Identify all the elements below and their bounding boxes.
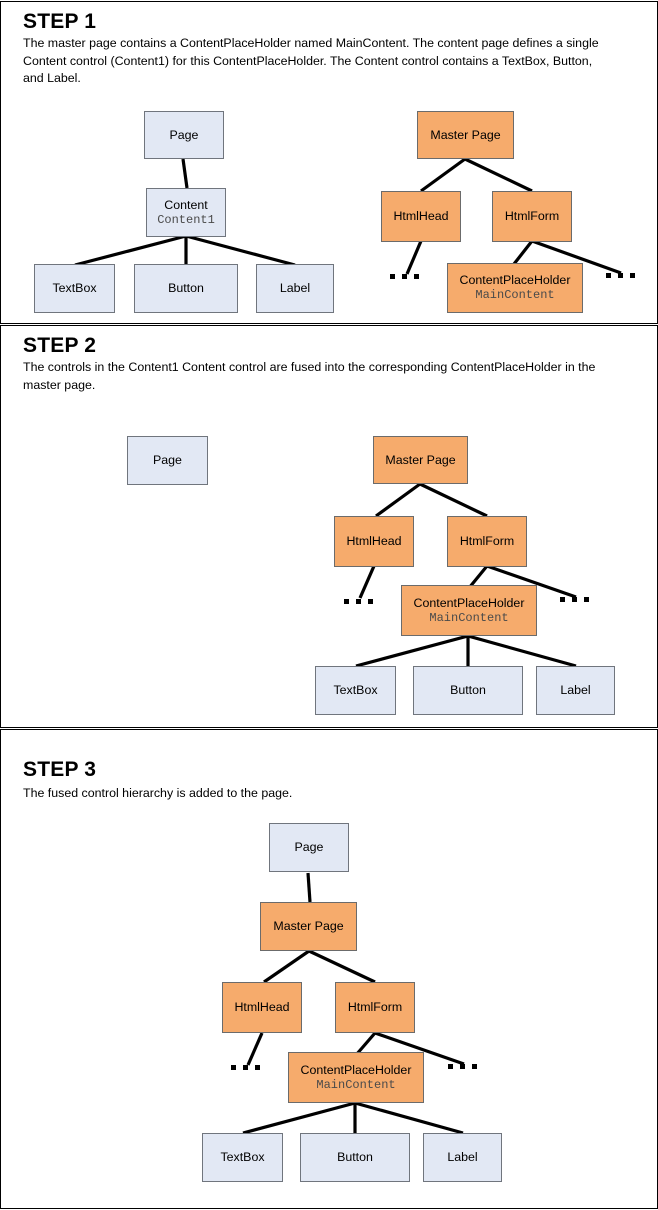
node-label: ContentPlaceHolder (459, 273, 571, 287)
ellipsis-left-icon (390, 274, 419, 279)
node-htmlhead[interactable]: HtmlHead (381, 191, 461, 242)
node-htmlhead[interactable]: HtmlHead (334, 516, 414, 567)
node-label: TextBox (333, 683, 378, 697)
node-label: Button (337, 1150, 373, 1164)
node-label-control[interactable]: Label (256, 264, 334, 313)
node-label: Page (169, 127, 199, 142)
node-label: Master Page (430, 127, 501, 142)
node-button[interactable]: Button (300, 1133, 410, 1182)
node-htmlform[interactable]: HtmlForm (335, 982, 415, 1033)
step-1-heading: STEP 1 (23, 10, 97, 33)
node-label: Page (153, 453, 182, 467)
ellipsis-right-icon (606, 273, 635, 278)
step-3-description: The fused control hierarchy is added to … (23, 786, 293, 800)
step-2-description: The controls in the Content1 Content con… (23, 360, 596, 392)
node-label: Master Page (273, 919, 344, 933)
node-label: Label (560, 683, 591, 697)
node-label: Page (294, 840, 324, 854)
node-htmlform[interactable]: HtmlForm (447, 516, 527, 567)
step-2-panel: STEP 2 The controls in the Content1 Cont… (0, 325, 658, 728)
node-label: Button (168, 281, 204, 295)
step-1-description: The master page contains a ContentPlaceH… (23, 36, 599, 85)
node-label: Label (279, 281, 311, 295)
node-page[interactable]: Page (269, 823, 349, 872)
node-label: TextBox (52, 281, 97, 295)
node-page[interactable]: Page (144, 111, 224, 159)
node-label: Content (164, 197, 208, 212)
node-contentplaceholder[interactable]: ContentPlaceHolder MainContent (447, 263, 583, 313)
node-label: Master Page (385, 452, 456, 467)
step-3-panel: STEP 3 The fused control hierarchy is ad… (0, 729, 658, 1209)
node-label: TextBox (220, 1150, 265, 1164)
node-content[interactable]: Content Content1 (146, 188, 226, 237)
node-contentplaceholder[interactable]: ContentPlaceHolder MainContent (288, 1052, 424, 1103)
node-page[interactable]: Page (127, 436, 208, 485)
node-htmlhead[interactable]: HtmlHead (222, 982, 302, 1033)
node-label-control[interactable]: Label (536, 666, 615, 715)
step-2-heading: STEP 2 (23, 334, 97, 357)
node-label: HtmlHead (393, 209, 449, 223)
node-sublabel: MainContent (316, 1077, 396, 1092)
node-textbox[interactable]: TextBox (315, 666, 396, 715)
node-label: ContentPlaceHolder (300, 1062, 412, 1077)
node-master-page[interactable]: Master Page (417, 111, 514, 159)
node-label: Label (447, 1150, 478, 1164)
ellipsis-left-icon (344, 599, 373, 604)
step-1-panel: STEP 1 The master page contains a Conten… (0, 1, 658, 324)
node-button[interactable]: Button (134, 264, 238, 313)
node-label-control[interactable]: Label (423, 1133, 502, 1182)
node-htmlform[interactable]: HtmlForm (492, 191, 572, 242)
node-label: HtmlForm (459, 534, 515, 548)
node-textbox[interactable]: TextBox (34, 264, 115, 313)
node-sublabel: Content1 (157, 212, 215, 227)
node-label: HtmlForm (504, 209, 560, 223)
node-label: ContentPlaceHolder (413, 595, 525, 610)
step-3-heading: STEP 3 (23, 758, 97, 781)
node-label: HtmlHead (346, 534, 402, 548)
node-sublabel: MainContent (475, 288, 555, 302)
ellipsis-left-icon (231, 1065, 260, 1070)
node-button[interactable]: Button (413, 666, 523, 715)
node-sublabel: MainContent (429, 610, 509, 625)
node-label: HtmlForm (347, 1000, 403, 1014)
node-label: HtmlHead (234, 1000, 290, 1014)
ellipsis-right-icon (448, 1064, 477, 1069)
node-master-page[interactable]: Master Page (373, 436, 468, 484)
node-label: Button (450, 683, 486, 697)
node-contentplaceholder[interactable]: ContentPlaceHolder MainContent (401, 585, 537, 636)
node-textbox[interactable]: TextBox (202, 1133, 283, 1182)
node-master-page[interactable]: Master Page (260, 902, 357, 951)
ellipsis-right-icon (560, 597, 589, 602)
